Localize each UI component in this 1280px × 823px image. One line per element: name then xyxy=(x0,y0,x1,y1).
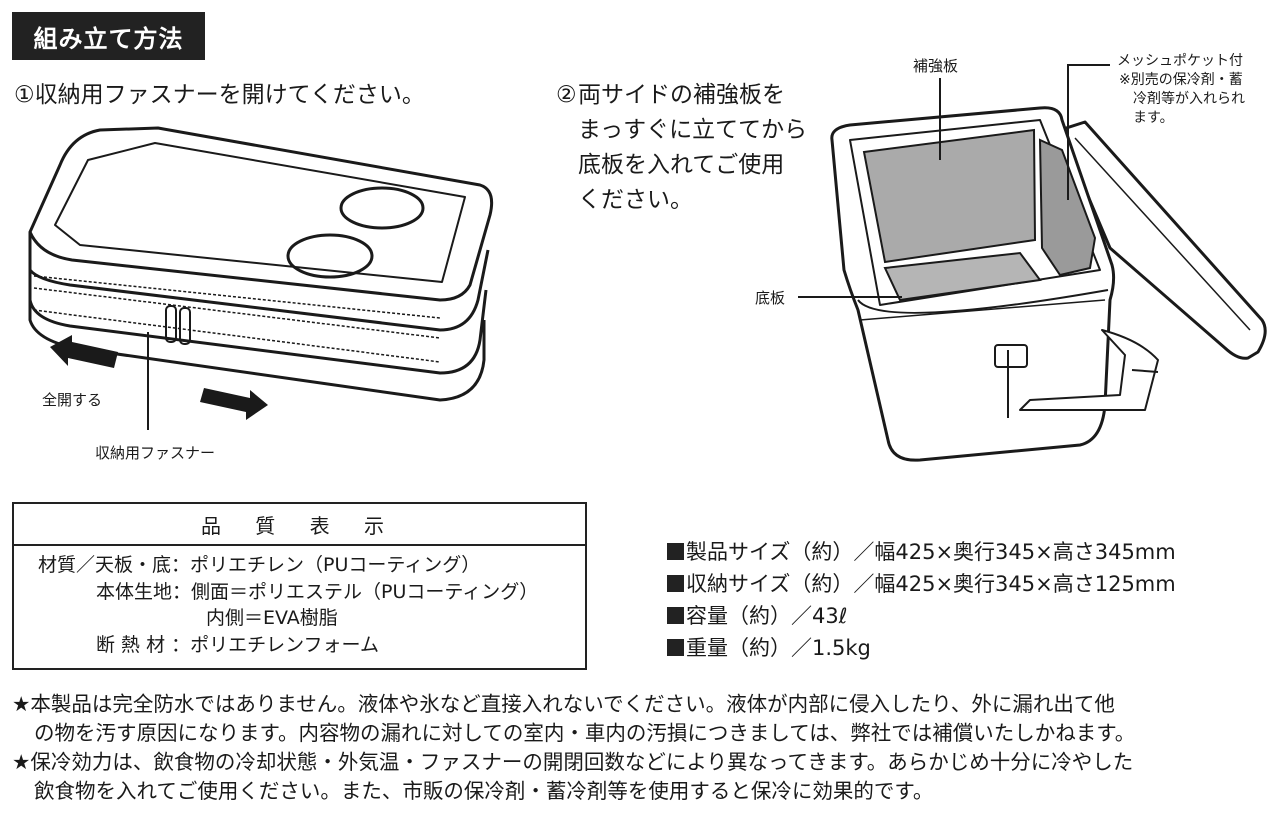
spec-list: 製品サイズ（約）／幅425×奥行345×高さ345mm 収納サイズ（約）／幅42… xyxy=(667,536,1176,664)
note-line: の物を汚す原因になります。内容物の漏れに対しての室内・車内の汚損につきましては、… xyxy=(34,721,1136,745)
square-bullet-icon xyxy=(667,543,684,560)
spec-text: 重量（約）／1.5kg xyxy=(686,636,871,660)
spec-text: 製品サイズ（約）／幅425×奥行345×高さ345mm xyxy=(686,540,1176,564)
quality-row: 内側＝EVA樹脂 xyxy=(206,607,338,629)
step2-line: 両サイドの補強板を xyxy=(578,82,785,108)
quality-row: 断 熱 材 ：ポリエチレンフォーム xyxy=(96,634,379,656)
square-bullet-icon xyxy=(667,639,684,656)
note-line: ★本製品は完全防水ではありません。液体や氷など直接入れないでください。液体が内部… xyxy=(12,692,1115,716)
bottom-board-label: 底板 xyxy=(755,289,786,307)
note-line: ★保冷効力は、飲食物の冷却状態・外気温・ファスナーの開閉回数などにより異なってき… xyxy=(12,750,1134,774)
step1-text: ①収納用ファスナーを開けてください。 xyxy=(14,78,425,113)
spec-text: 収納サイズ（約）／幅425×奥行345×高さ125mm xyxy=(686,572,1176,596)
step2-line: ください。 xyxy=(578,187,693,213)
step2-text: 両サイドの補強板を まっすぐに立ててから 底板を入れてご使用 ください。 xyxy=(578,78,838,218)
step1-instruction: 収納用ファスナーを開けてください。 xyxy=(34,82,425,108)
mesh-pocket-label: メッシュポケット付 xyxy=(1117,53,1243,69)
zipper-label: 収納用ファスナー xyxy=(95,444,216,462)
spec-item: 収納サイズ（約）／幅425×奥行345×高さ125mm xyxy=(667,568,1176,600)
quality-heading: 品 質 表 示 xyxy=(14,504,585,546)
open-fully-label: 全開する xyxy=(42,391,103,409)
mesh-note-line: 冷剤等が入れられ xyxy=(1133,91,1245,107)
note-line: 飲食物を入れてご使用ください。また、市販の保冷剤・蓄冷剤等を使用すると保冷に効果… xyxy=(34,779,934,803)
quality-row: 本体生地：側面＝ポリエステル（PUコーティング） xyxy=(96,581,539,603)
quality-row: 材質／天板・底：ポリエチレン（PUコーティング） xyxy=(38,554,481,576)
notes: ★本製品は完全防水ではありません。液体や氷など直接入れないでください。液体が内部… xyxy=(12,690,1274,806)
side-board-label: 補強板 xyxy=(913,57,959,75)
step2-line: まっすぐに立ててから xyxy=(578,117,808,143)
step1-number: ① xyxy=(14,82,35,108)
bottom-board-panel xyxy=(883,251,1042,302)
mesh-note-line: ます。 xyxy=(1133,110,1174,126)
spec-text: 容量（約）／43ℓ xyxy=(686,604,848,628)
spec-item: 容量（約）／43ℓ xyxy=(667,600,1176,632)
side-board-panel xyxy=(862,128,1037,264)
page-title: 組み立て方法 xyxy=(12,12,205,60)
spec-item: 重量（約）／1.5kg xyxy=(667,632,1176,664)
mesh-note-line: ※別売の保冷剤・蓄 xyxy=(1119,72,1243,88)
spec-item: 製品サイズ（約）／幅425×奥行345×高さ345mm xyxy=(667,536,1176,568)
mesh-pocket-note: ※別売の保冷剤・蓄 冷剤等が入れられ ます。 xyxy=(1119,71,1245,128)
square-bullet-icon xyxy=(667,607,684,624)
mesh-pocket xyxy=(1038,138,1097,277)
quality-table: 品 質 表 示 材質／天板・底：ポリエチレン（PUコーティング） 本体生地：側面… xyxy=(12,502,587,670)
step2-line: 底板を入れてご使用 xyxy=(578,152,785,178)
square-bullet-icon xyxy=(667,575,684,592)
step2-number: ② xyxy=(556,82,577,108)
